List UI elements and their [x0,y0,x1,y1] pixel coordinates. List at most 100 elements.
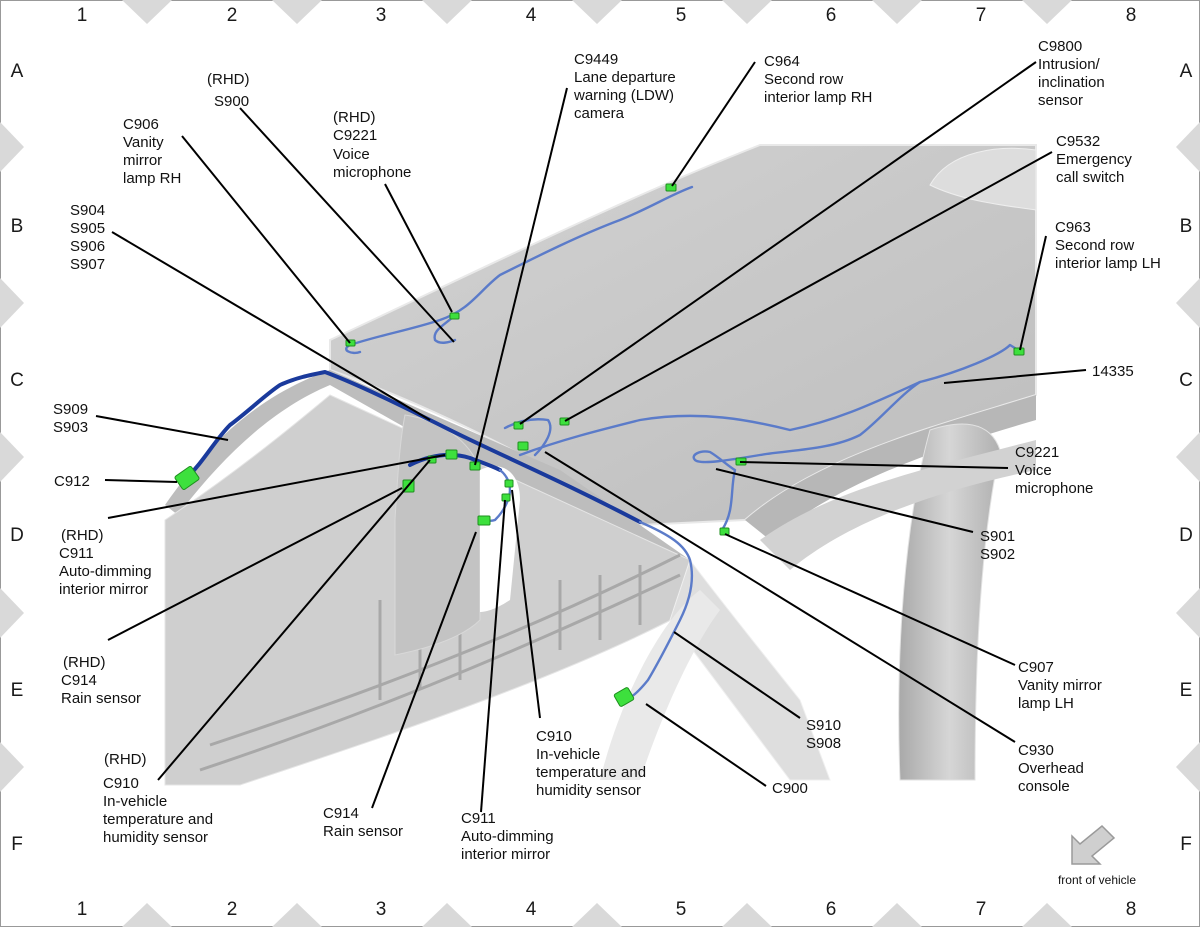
label-s910-s908: S910 S908 [806,717,841,752]
connector-c911 [501,493,511,502]
label-c9221: C9221 Voice microphone [1015,444,1093,497]
wire-c900 [623,520,694,702]
row-label: C [1179,370,1193,391]
label-rhd-s900: (RHD) S900 [207,71,250,110]
label-c907: C907 Vanity mirror lamp LH [1018,659,1102,712]
label-line: S910 [806,717,841,734]
label-line: C906 [123,116,159,133]
label-line: S903 [53,419,88,436]
col-label: 6 [826,5,837,26]
label-line: lamp LH [1018,695,1074,712]
col-label: 2 [227,899,238,920]
wire-c9221-rhd [433,313,457,344]
label-rhd-c911: (RHD) C911 Auto-dimming interior mirror [59,527,152,598]
row-label: C [10,370,24,391]
label-s904-s907: S904 S905 S906 S907 [70,202,105,273]
label-line: Rain sensor [323,823,403,840]
col-label: 8 [1126,5,1137,26]
connector-c910 [504,479,514,488]
label-line: In-vehicle [536,746,600,763]
front-of-vehicle-indicator: front of vehicle [1058,824,1136,887]
col-label: 3 [376,899,387,920]
label-line: microphone [1015,480,1093,497]
label-c911: C911 Auto-dimming interior mirror [461,810,554,863]
label-line: S907 [70,256,105,273]
label-line: Auto-dimming [59,563,152,580]
label-line: interior mirror [461,846,550,863]
row-label: D [1179,525,1193,546]
label-line: temperature and [103,811,213,828]
row-label: A [11,61,24,82]
label-line: microphone [333,164,411,181]
connector-c9221-rhd [449,312,460,320]
label-line: console [1018,778,1070,795]
label-rhd-c910: (RHD) C910 In-vehicle temperature and hu… [103,751,213,846]
wire-c964 [348,185,694,347]
label-line: interior lamp LH [1055,255,1161,272]
label-line: C912 [54,473,90,490]
label-line: C9221 [1015,444,1059,461]
col-label: 4 [526,899,537,920]
col-label: 8 [1126,899,1137,920]
roof-recess [929,147,1037,211]
grid-column-labels-bottom: 1 2 3 4 5 6 7 8 [77,899,1137,920]
label-c963: C963 Second row interior lamp LH [1055,219,1161,272]
col-label: 5 [676,5,687,26]
front-arrow-icon [1071,824,1116,865]
col-label: 3 [376,5,387,26]
col-label: 7 [976,5,987,26]
label-line: C930 [1018,742,1054,759]
label-line: C910 [103,775,139,792]
b-pillar [898,423,1001,781]
connector-c914 [477,515,491,526]
row-label: F [1180,834,1192,855]
callout-labels: (RHD) S900 C906 Vanity mirror lamp RH (R… [53,38,1161,863]
row-label: E [11,680,24,701]
label-line: camera [574,105,625,122]
label-line: Second row [764,71,843,88]
label-14335: 14335 [1092,363,1134,380]
body-frame-right [760,440,1036,570]
label-line: S902 [980,546,1015,563]
label-line: S904 [70,202,105,219]
label-s901-s902: S901 S902 [980,528,1015,563]
label-rhd-c9221: (RHD) C9221 Voice microphone [333,109,411,181]
label-line: In-vehicle [103,793,167,810]
connector-c911-rhd [445,449,458,460]
label-line: C910 [536,728,572,745]
col-label: 1 [77,899,88,920]
col-label: 5 [676,899,687,920]
a-pillar [394,414,481,656]
connector-c907 [719,527,730,536]
label-c9449: C9449 Lane departure warning (LDW) camer… [573,51,676,122]
label-line: C900 [772,780,808,797]
label-line: S901 [980,528,1015,545]
label-line: 14335 [1092,363,1134,380]
label-line: C9532 [1056,133,1100,150]
label-line: S900 [214,93,249,110]
row-label: F [11,834,23,855]
label-line: humidity sensor [103,829,208,846]
label-c910: C910 In-vehicle temperature and humidity… [536,728,646,799]
label-line: Auto-dimming [461,828,554,845]
label-rhd-c914: (RHD) C914 Rain sensor [61,654,141,707]
main-harness [183,370,642,524]
label-line: C914 [323,805,359,822]
label-s909-s903: S909 S903 [53,401,88,436]
label-line: C963 [1055,219,1091,236]
label-c9800: C9800 Intrusion/ inclination sensor [1038,38,1105,109]
connector-c964 [665,183,677,192]
col-label: 4 [526,5,537,26]
label-line: S908 [806,735,841,752]
label-line: Vanity [123,134,164,151]
grid-row-labels-left: A B C D E F [10,61,24,855]
label-c906: C906 Vanity mirror lamp RH [123,116,181,187]
label-line: interior mirror [59,581,148,598]
wiring-harness [183,185,1022,702]
label-line: C911 [59,545,94,562]
connector-c963 [1013,347,1025,356]
label-c900: C900 [772,780,808,797]
label-line: call switch [1056,169,1124,186]
label-line: Emergency [1056,151,1132,168]
label-line: S909 [53,401,88,418]
